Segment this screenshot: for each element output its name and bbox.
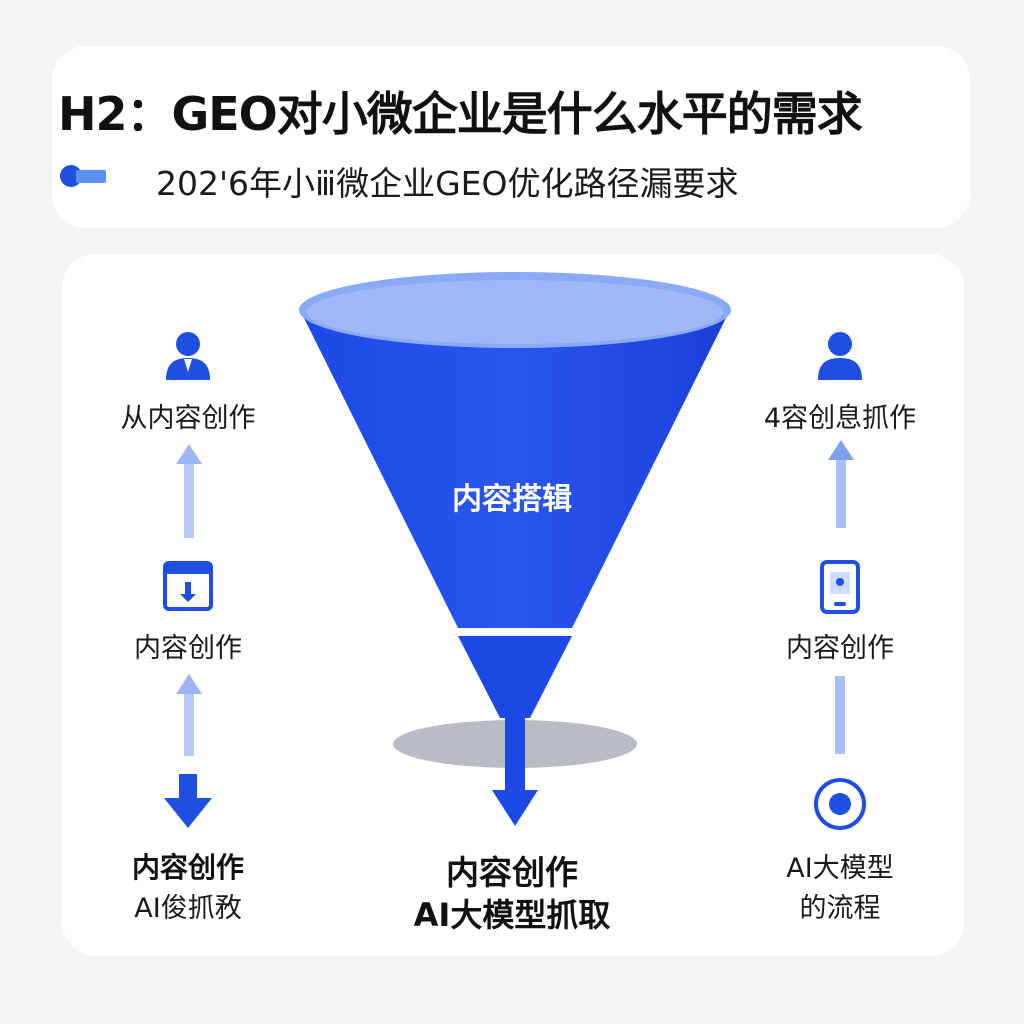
left-bottom-sublabel: AI俊抓敄 [134, 893, 242, 924]
window-icon [163, 561, 213, 611]
funnel-bottom-label: 内容创作 [446, 853, 578, 892]
right-top-label: 4容创息抓作 [763, 403, 917, 434]
left-middle-label: 内容创作 [134, 633, 242, 664]
user-icon [818, 332, 862, 380]
right-bottom-label: AI大模型 [786, 853, 894, 884]
funnel-bottom-sublabel: AI大模型抓取 [413, 896, 611, 934]
funnel-neck [458, 636, 572, 718]
left-bottom-label: 内容创作 [131, 851, 245, 884]
user-icon [166, 332, 210, 380]
funnel-arrowhead [492, 790, 538, 826]
subtitle-bullet-bar [76, 170, 106, 183]
funnel-graphic [299, 272, 731, 826]
right-middle-label: 内容创作 [786, 633, 894, 664]
arrow-up-icon [828, 440, 854, 528]
funnel-body [300, 310, 730, 628]
page-subtitle: 202'6年小ⅲ微企业GEO优化路径漏要求 [156, 164, 739, 203]
arrow-up-icon [176, 444, 202, 538]
funnel-rim-inner [307, 280, 723, 344]
funnel-spout [505, 716, 525, 790]
arrow-down-icon [164, 774, 212, 828]
page-title: H2：GEO对小微企业是什么水平的需求 [58, 87, 863, 141]
right-bottom-sublabel: 的流程 [799, 893, 881, 924]
funnel-center-label: 内容搭辑 [452, 482, 572, 517]
connector-line [835, 676, 845, 754]
target-icon [814, 778, 866, 830]
left-top-label: 从内容创作 [120, 403, 256, 434]
phone-icon [820, 560, 860, 614]
header-card [52, 46, 970, 228]
arrow-up-icon [176, 674, 202, 756]
